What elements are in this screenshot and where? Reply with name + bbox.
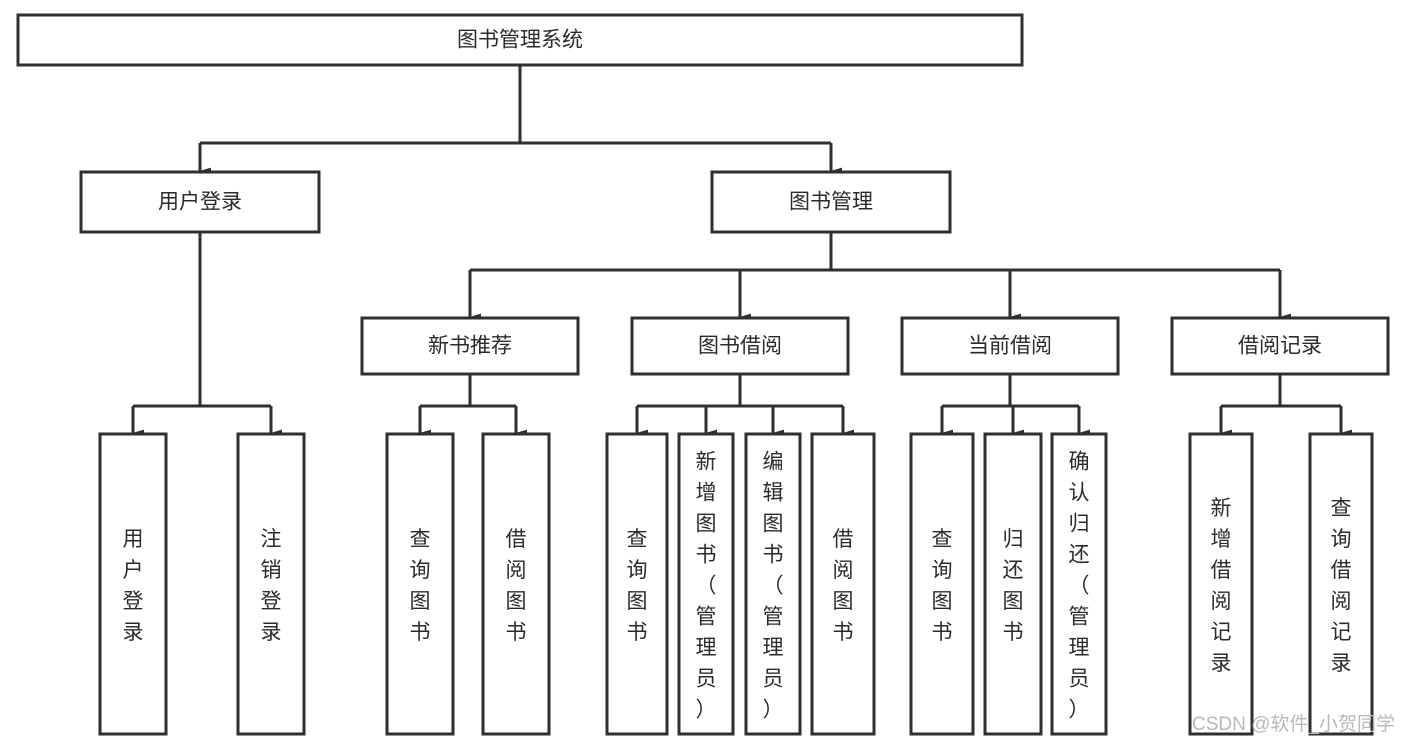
node-label: 图书借阅 [698,335,782,358]
node-label: 用户登录 [158,191,242,214]
node-label: 借阅图书 [506,528,527,644]
node-rect [630,316,850,376]
node-rect [677,432,735,736]
node-label: 当前借阅 [968,335,1052,358]
node-label: 查询图书 [627,528,648,644]
leaf-node-查询借阅记录[interactable]: 查询借阅记录 [1308,432,1374,736]
leaf-node-编辑图书管理员[interactable]: 编辑图书（管理员） [744,432,802,736]
level2-node-用户登录[interactable]: 用户登录 [79,170,321,234]
node-label: 图书管理系统 [457,29,583,52]
node-label: 用户登录 [123,528,144,644]
node-rect [79,170,321,234]
connector-lines [131,65,1352,437]
node-boxes: 图书管理系统用户登录图书管理新书推荐图书借阅当前借阅借阅记录用户登录注销登录查询… [16,13,1390,736]
level3-node-当前借阅[interactable]: 当前借阅 [900,316,1120,376]
node-rect [1050,432,1108,736]
node-label: 查询借阅记录 [1331,497,1352,675]
node-label: 新增借阅记录 [1211,497,1232,675]
node-rect [1308,432,1374,736]
level3-node-图书借阅[interactable]: 图书借阅 [630,316,850,376]
node-rect [983,432,1043,736]
leaf-node-新增图书管理员[interactable]: 新增图书（管理员） [677,432,735,736]
leaf-node-查询图书[interactable]: 查询图书 [605,432,669,736]
node-label: 新增图书（管理员） [696,451,717,722]
node-rect [810,432,876,736]
node-rect [360,316,580,376]
node-label: 编辑图书（管理员） [763,451,784,722]
node-rect [710,170,952,234]
leaf-node-借阅图书[interactable]: 借阅图书 [810,432,876,736]
node-rect [909,432,975,736]
leaf-node-确认归还管理员[interactable]: 确认归还（管理员） [1050,432,1108,736]
node-label: 新书推荐 [428,335,512,358]
node-label: 借阅图书 [833,528,854,644]
leaf-node-用户登录[interactable]: 用户登录 [98,432,168,736]
node-rect [236,432,306,736]
node-rect [605,432,669,736]
node-label: 确认归还（管理员） [1069,451,1090,722]
node-label: 图书管理 [789,191,873,214]
node-rect [385,432,455,736]
level2-node-图书管理[interactable]: 图书管理 [710,170,952,234]
node-rect [1188,432,1254,736]
root-node-图书管理系统[interactable]: 图书管理系统 [16,13,1024,67]
leaf-node-注销登录[interactable]: 注销登录 [236,432,306,736]
node-label: 查询图书 [932,528,953,644]
leaf-node-归还图书[interactable]: 归还图书 [983,432,1043,736]
node-rect [744,432,802,736]
node-rect [1170,316,1390,376]
leaf-node-查询图书[interactable]: 查询图书 [909,432,975,736]
node-label: 归还图书 [1003,528,1024,644]
node-label: 注销登录 [261,528,282,644]
node-rect [481,432,551,736]
node-rect [16,13,1024,67]
level3-node-借阅记录[interactable]: 借阅记录 [1170,316,1390,376]
node-label: 查询图书 [410,528,431,644]
csdn-watermark: CSDN @软件_小贺同学 [1192,713,1395,735]
leaf-node-借阅图书[interactable]: 借阅图书 [481,432,551,736]
node-rect [98,432,168,736]
node-rect [900,316,1120,376]
level3-node-新书推荐[interactable]: 新书推荐 [360,316,580,376]
leaf-node-新增借阅记录[interactable]: 新增借阅记录 [1188,432,1254,736]
leaf-node-查询图书[interactable]: 查询图书 [385,432,455,736]
node-label: 借阅记录 [1238,335,1322,358]
